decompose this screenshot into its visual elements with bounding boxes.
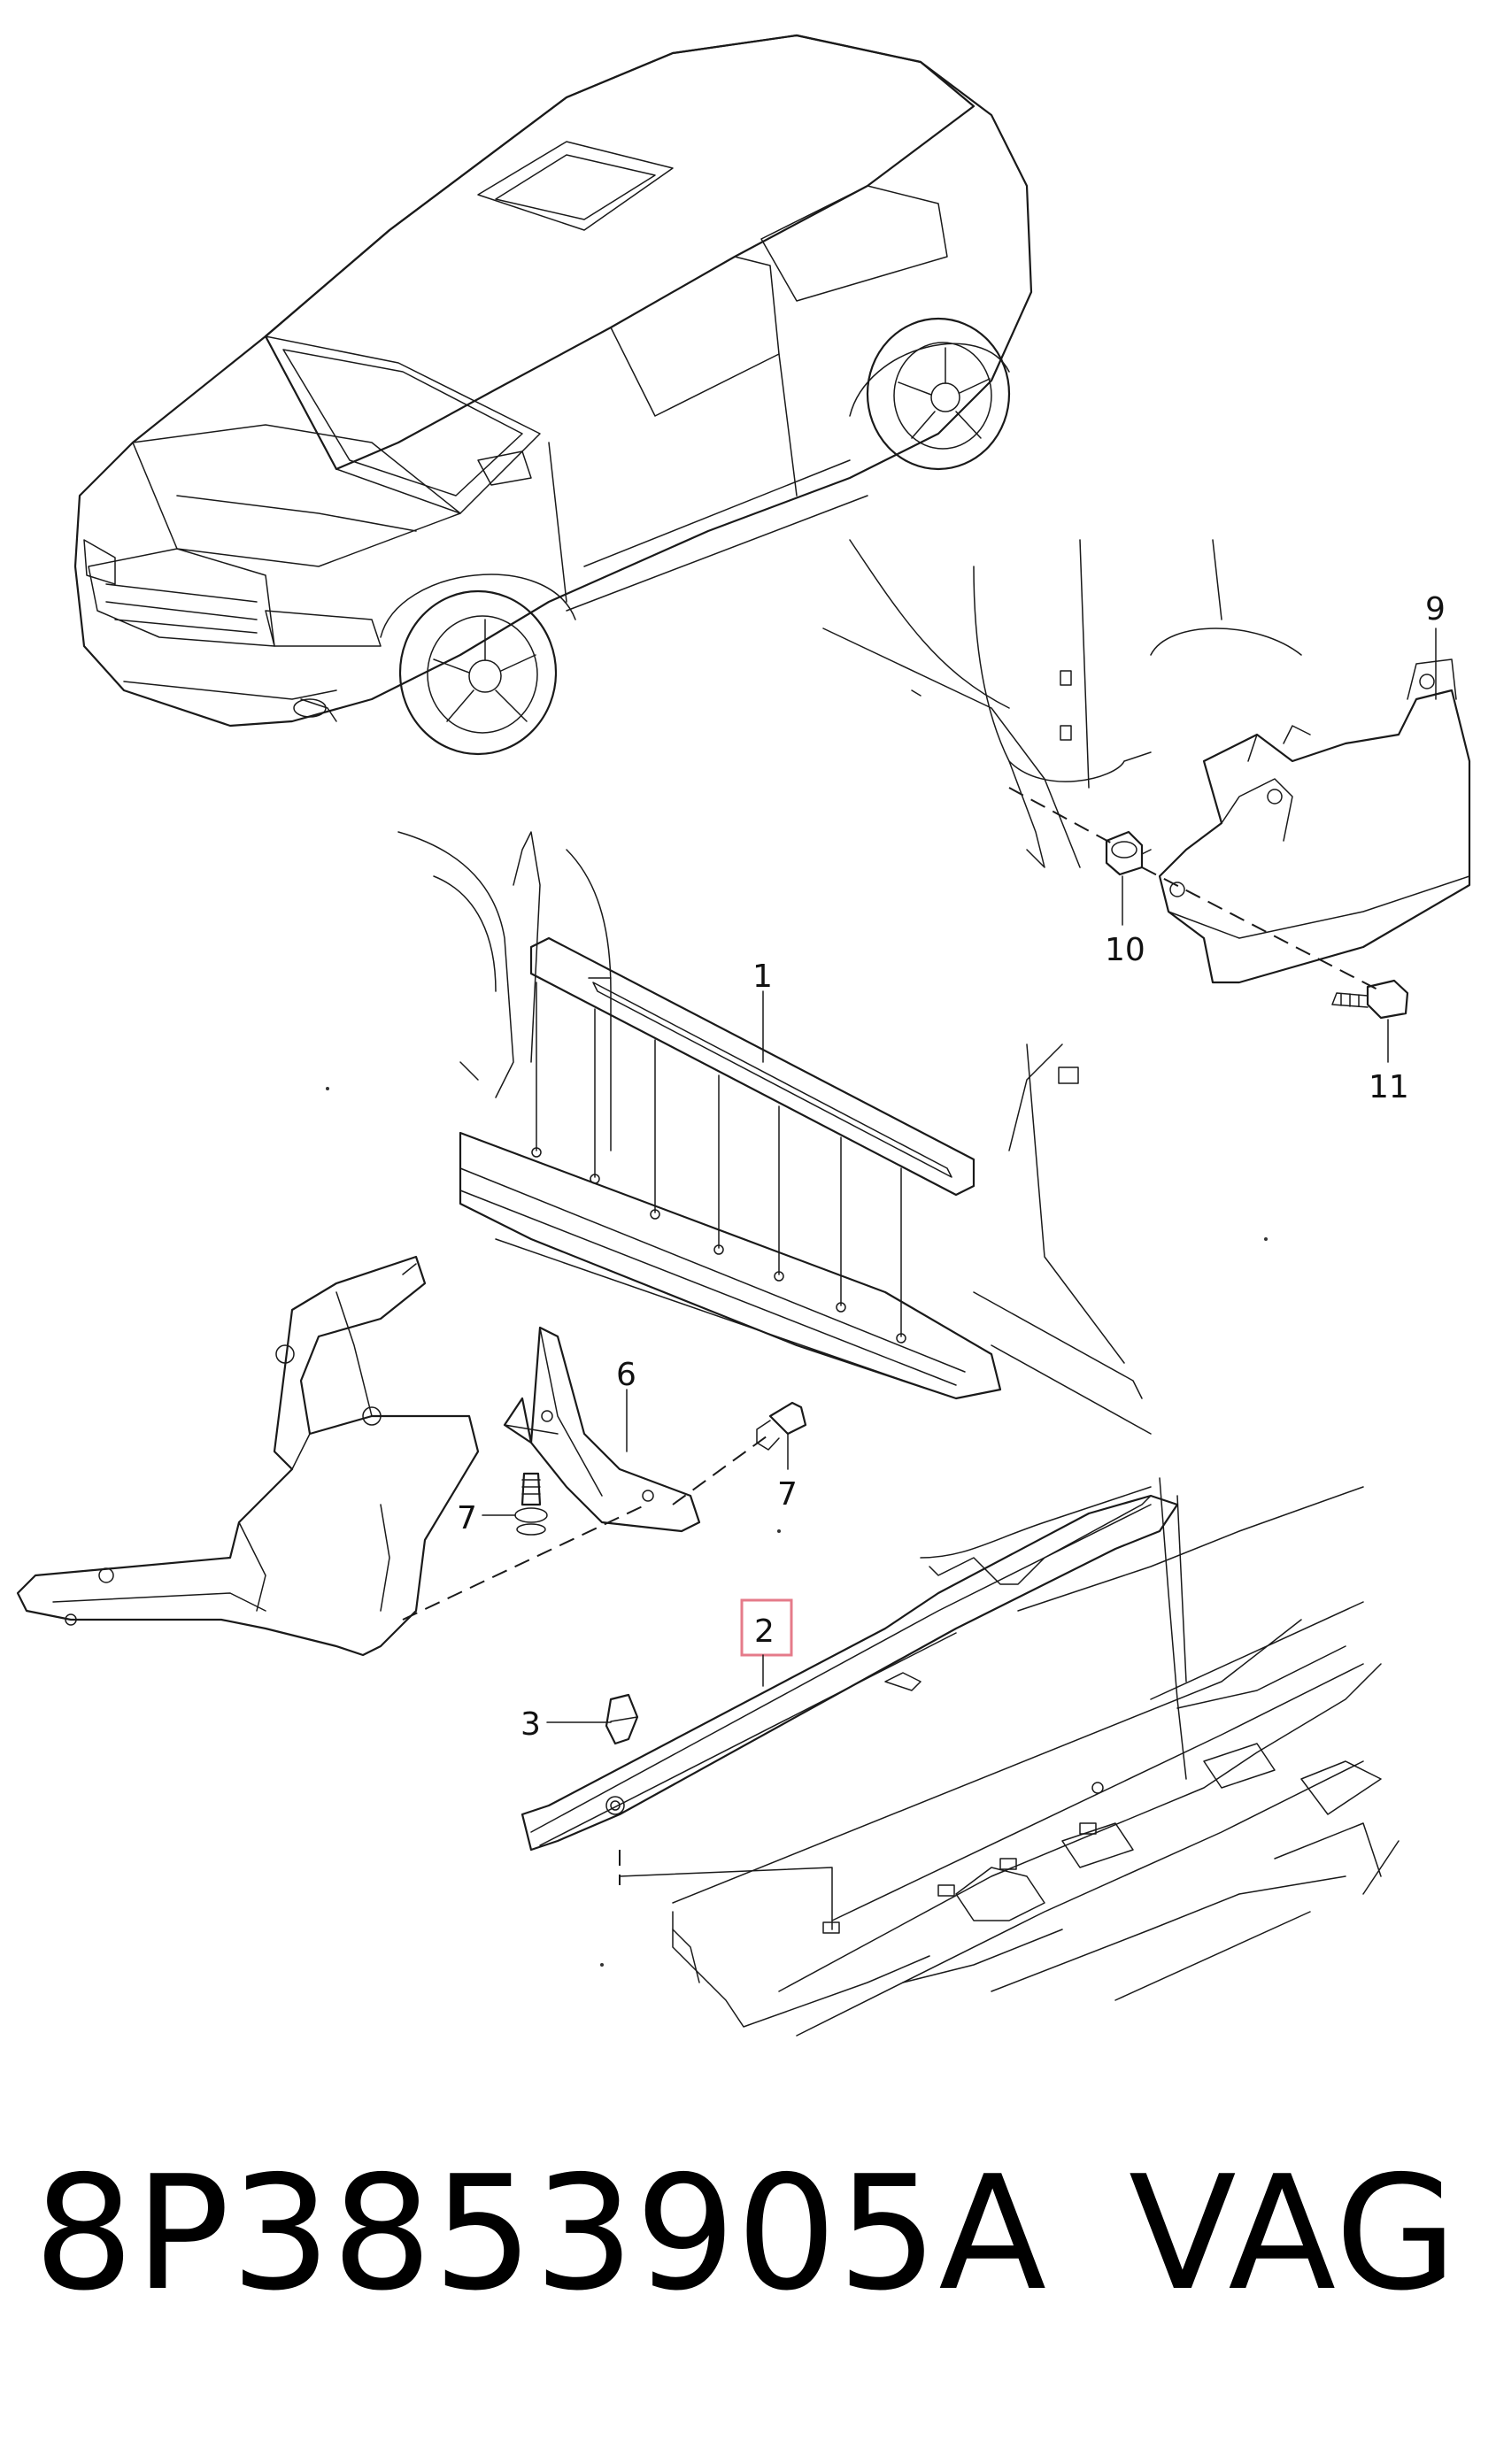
callout-9: 9 (1425, 591, 1446, 700)
callout-7-left: 7 (457, 1500, 516, 1536)
callout-11: 11 (1369, 1019, 1409, 1105)
callout-1-label: 1 (752, 959, 773, 995)
part-number: 8P3853905A (34, 2142, 1048, 2325)
car-overview-illustration (73, 34, 1033, 756)
callout-3: 3 (521, 1706, 612, 1743)
brand-label: VAG (1129, 2142, 1459, 2325)
fastener-7-left (514, 1472, 548, 1536)
fastener-7-right (756, 1401, 807, 1451)
callout-6: 6 (616, 1357, 636, 1452)
sill-trim-illustration (397, 831, 1152, 1435)
callout-7-right-label: 7 (777, 1476, 798, 1513)
callout-10: 10 (1105, 875, 1145, 968)
fastener-11 (1331, 979, 1409, 1020)
callout-10-label: 10 (1105, 932, 1145, 968)
splash-guard-illustration (503, 1326, 701, 1533)
callout-2: 2 (740, 1598, 793, 1687)
callout-6-label: 6 (616, 1357, 636, 1393)
rear-panel-illustration (822, 539, 1471, 984)
callout-2-label: 2 (754, 1613, 775, 1650)
callout-9-label: 9 (1425, 591, 1446, 628)
callout-7-right: 7 (777, 1433, 798, 1513)
callout-1: 1 (752, 959, 773, 1063)
callout-2-highlight (740, 1598, 793, 1657)
wheel-arch-liner-illustration (16, 1255, 480, 1657)
callout-3-label: 3 (521, 1706, 541, 1743)
callout-7-left-label: 7 (457, 1500, 477, 1536)
parts-exploded-diagram: 1 2 3 6 7 7 9 10 11 (16, 34, 1471, 2037)
sill-panel-illustration (521, 1477, 1400, 2037)
callout-11-label: 11 (1369, 1069, 1409, 1105)
